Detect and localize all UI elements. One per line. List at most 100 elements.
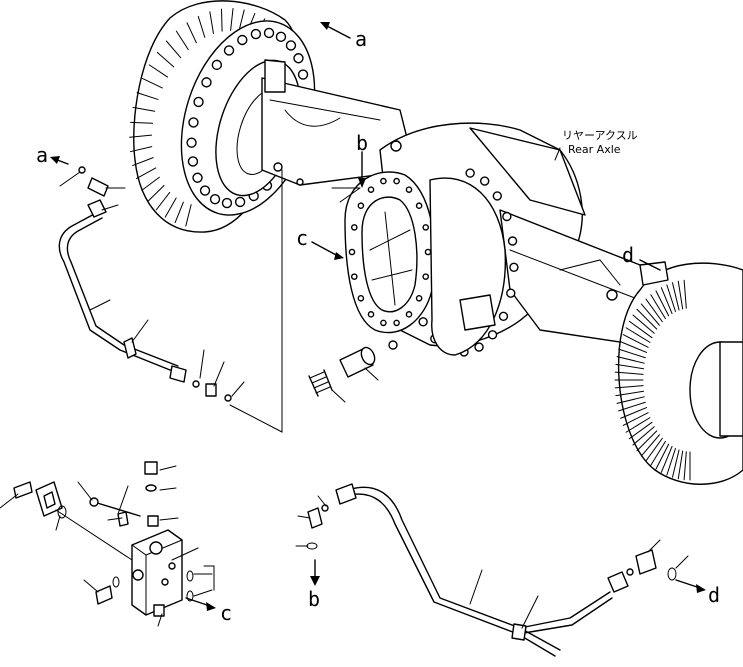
upper-left-hose [50, 156, 245, 402]
bolt-head [186, 137, 197, 148]
gear-tooth [645, 437, 663, 462]
gear-tooth [636, 430, 658, 452]
bolt-head [199, 185, 211, 196]
bolt-head [509, 262, 519, 272]
gear-tooth [220, 8, 223, 32]
flange-hole [357, 202, 365, 210]
gear-tooth [666, 284, 676, 313]
differential-flange [344, 171, 507, 356]
gear-tooth [135, 167, 157, 180]
gear-tooth [615, 390, 645, 397]
gear-tooth [683, 451, 687, 481]
gear-tooth [660, 287, 673, 314]
gear-tooth [660, 446, 673, 473]
gear-tooth [129, 146, 153, 153]
flange-hole [422, 273, 430, 280]
bolt-head [285, 40, 297, 51]
gear-tooth [622, 412, 649, 426]
bolt-head [209, 193, 221, 205]
gear-tooth [625, 327, 651, 343]
bolt-head [492, 191, 502, 201]
gear-tooth [130, 121, 154, 124]
bolt-head [479, 176, 490, 186]
flange-hole [380, 177, 387, 185]
flange-hole [393, 177, 400, 185]
gear-tooth [156, 51, 175, 68]
callout-label-d-bottom: d [708, 583, 720, 607]
callout-label-c-bottom: c [220, 601, 232, 625]
caption-japanese: リヤーアクスル [562, 129, 638, 142]
gear-tooth [614, 385, 644, 389]
bolt-head [188, 117, 199, 128]
gear-tooth [640, 434, 660, 457]
bolt-head [263, 27, 275, 39]
gear-tooth [677, 280, 684, 310]
gear-tooth [620, 407, 648, 419]
bolt-head [474, 342, 484, 352]
gear-tooth [640, 303, 660, 326]
bolt-head [192, 172, 203, 183]
gear-tooth [614, 371, 644, 375]
gear-tooth [636, 308, 658, 330]
bolt-head [293, 53, 304, 64]
gear-tooth [650, 440, 666, 466]
gear-tooth [677, 450, 684, 480]
bolt-head [234, 196, 246, 208]
lower-right-hose [295, 483, 706, 657]
callout-label-a-left: a [36, 143, 48, 167]
gear-tooth [622, 334, 649, 348]
gear-tooth [185, 204, 192, 227]
gear-tooth [164, 197, 177, 218]
gear-tooth [671, 282, 680, 311]
callout-label-c-top: c [296, 226, 308, 250]
bolt-head [502, 211, 512, 222]
gear-tooth [632, 426, 655, 446]
gear-tooth [655, 443, 670, 470]
gear-tooth [625, 417, 651, 433]
gear-tooth [616, 396, 645, 404]
gear-tooth [136, 92, 159, 100]
flange-hole [367, 311, 375, 318]
bolt-head [223, 45, 235, 56]
gear-tooth [238, 9, 245, 32]
flange-hole [405, 311, 413, 318]
gear-tooth [628, 320, 653, 339]
valve-block-assembly [0, 461, 216, 627]
flange-hole [405, 186, 413, 193]
gear-tooth [620, 341, 648, 353]
callout-label-d-top: d [622, 243, 634, 267]
flange-hole [393, 319, 400, 327]
gear-tooth [186, 22, 197, 44]
gear-tooth [174, 201, 184, 224]
gear-tooth [129, 134, 153, 138]
gear-tooth [683, 279, 687, 309]
bolt-head [221, 197, 233, 209]
gear-tooth [645, 298, 663, 323]
gear-tooth [618, 401, 646, 412]
bolt-head [187, 156, 199, 167]
gear-tooth [632, 314, 655, 334]
gear-tooth [616, 356, 645, 364]
callout-label-a-top: a [355, 27, 367, 51]
bolt-head [297, 69, 309, 80]
flange-hole [422, 224, 430, 231]
bolt-head [498, 311, 509, 322]
bolt-head [507, 236, 518, 246]
right-hub-assembly [614, 261, 743, 485]
gear-tooth [615, 363, 645, 370]
bolt-head [201, 77, 212, 88]
flange-hole [424, 248, 432, 256]
gear-tooth [147, 184, 165, 202]
flange-hole [380, 319, 387, 327]
flange-hole [367, 186, 375, 193]
gear-tooth [628, 421, 653, 440]
bolt-head [506, 288, 516, 298]
gear-tooth [666, 447, 676, 476]
flange-hole [415, 294, 423, 302]
callout-label-b-top: b [356, 131, 368, 155]
gear-tooth [197, 15, 206, 38]
flange-hole [357, 294, 365, 302]
flange-hole [415, 202, 423, 210]
